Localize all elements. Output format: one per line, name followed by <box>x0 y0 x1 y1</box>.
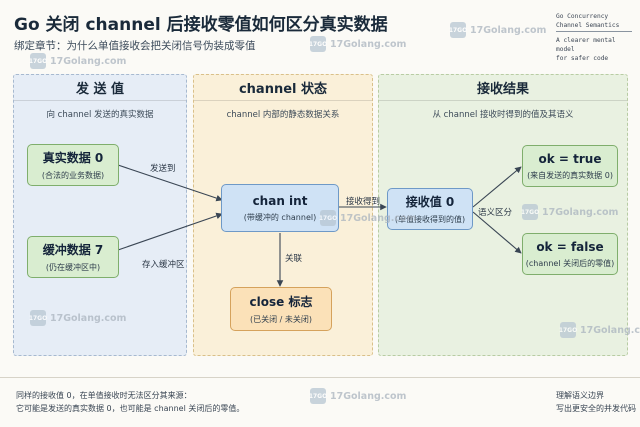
node-subtitle: (单值接收得到的值) <box>394 215 466 224</box>
footer-tagline-line: 理解语义边界 <box>556 391 604 400</box>
side-note-line: A clearer mental model <box>556 37 616 53</box>
node-received-value: 接收值 0 (单值接收得到的值) <box>387 188 473 230</box>
node-title: 缓冲数据 7 <box>42 243 104 257</box>
node-subtitle: (来自发送的真实数据 0) <box>527 170 613 180</box>
node-title: 接收值 0 <box>405 195 455 209</box>
watermark-logo-icon: 17GO <box>319 210 337 226</box>
column-subtitle: 从 channel 接收时得到的值及其语义 <box>432 110 574 120</box>
watermark-logo-icon: 17GO <box>29 53 47 69</box>
column-send-values: 发 送 值 向 channel 发送的真实数据 <box>13 74 187 356</box>
node-subtitle: (带缓冲的 channel) <box>243 212 317 222</box>
column-title: channel 状态 <box>194 75 372 101</box>
node-subtitle: (合法的业务数据) <box>41 171 105 180</box>
edge-label-send-to: 发送到 <box>150 164 176 174</box>
watermark-text: 17Golang.com <box>542 206 619 218</box>
column-subtitle: 向 channel 发送的真实数据 <box>46 110 154 120</box>
watermark-logo-icon: 17GO <box>521 204 539 220</box>
page-title: Go 关闭 channel 后接收零值如何区分真实数据 <box>14 15 388 35</box>
footer-tagline: 理解语义边界 写出更安全的并发代码 <box>556 390 636 415</box>
column-title: 发 送 值 <box>14 75 186 101</box>
watermark-logo-icon: 17GO <box>29 310 47 326</box>
watermark-text: 17Golang.com <box>50 312 127 324</box>
edge-label-semantic: 语义区分 <box>478 208 513 218</box>
side-note-line: for safer code <box>556 55 609 62</box>
side-note-line: Go Concurrency <box>556 13 609 20</box>
side-note-divider <box>556 31 632 32</box>
node-title: close 标志 <box>249 295 313 309</box>
edge-label-receive: 接收得到 <box>346 197 381 207</box>
watermark-logo-icon: 17GO <box>309 36 327 52</box>
node-subtitle: (channel 关闭后的零值) <box>525 258 615 268</box>
watermark-logo-icon: 17GO <box>449 22 467 38</box>
watermark-text: 17Golang.com <box>330 38 407 50</box>
node-buffered-data: 缓冲数据 7 (仍在缓冲区中) <box>27 236 119 278</box>
footer-note-line: 它可能是发送的真实数据 0，也可能是 channel 关闭后的零值。 <box>16 403 245 413</box>
edge-label-related: 关联 <box>285 254 303 264</box>
watermark-logo-icon: 17GO <box>309 388 327 404</box>
node-subtitle: (已关闭 / 未关闭) <box>249 315 313 324</box>
node-ok-true: ok = true (来自发送的真实数据 0) <box>522 145 618 187</box>
node-subtitle: (仍在缓冲区中) <box>45 263 101 272</box>
footer-note: 同样的接收值 0，在单值接收时无法区分其来源： 它可能是发送的真实数据 0，也可… <box>16 390 244 415</box>
watermark-text: 17Golang.com <box>580 324 640 336</box>
edge-semantic-false <box>472 211 522 254</box>
node-title: ok = false <box>536 239 604 254</box>
watermark-text: 17Golang.com <box>50 55 127 67</box>
node-title: ok = true <box>538 151 602 166</box>
edge-send-to <box>117 164 223 202</box>
node-ok-false: ok = false (channel 关闭后的零值) <box>522 233 618 275</box>
footer-note-line: 同样的接收值 0，在单值接收时无法区分其来源： <box>16 391 192 400</box>
watermark-text: 17Golang.com <box>470 24 547 36</box>
node-title: chan int <box>252 193 308 208</box>
column-receive-results: 接收结果 从 channel 接收时得到的值及其语义 <box>378 74 628 356</box>
column-title: 接收结果 <box>379 75 627 101</box>
watermark-text: 17Golang.com <box>330 390 407 402</box>
side-note: Go Concurrency Channel Semantics A clear… <box>556 12 634 63</box>
watermark-logo-icon: 17GO <box>559 322 577 338</box>
edge-label-store-buffer: 存入缓冲区 <box>142 260 185 270</box>
footer-tagline-line: 写出更安全的并发代码 <box>556 403 636 413</box>
node-real-data: 真实数据 0 (合法的业务数据) <box>27 144 119 186</box>
edge-store-buffer <box>117 212 223 251</box>
node-chan-int: chan int (带缓冲的 channel) <box>221 184 339 232</box>
node-title: 真实数据 0 <box>42 151 104 165</box>
page-subtitle: 绑定章节：为什么单值接收会把关闭信号伪装成零值 <box>14 40 256 52</box>
footer-divider <box>0 377 640 378</box>
watermark-text: 17Golang.com <box>340 212 417 224</box>
side-note-line: Channel Semantics <box>556 22 620 29</box>
edge-semantic-true <box>472 166 522 208</box>
column-subtitle: channel 内部的静态数据关系 <box>226 110 340 120</box>
node-close-flag: close 标志 (已关闭 / 未关闭) <box>230 287 332 331</box>
